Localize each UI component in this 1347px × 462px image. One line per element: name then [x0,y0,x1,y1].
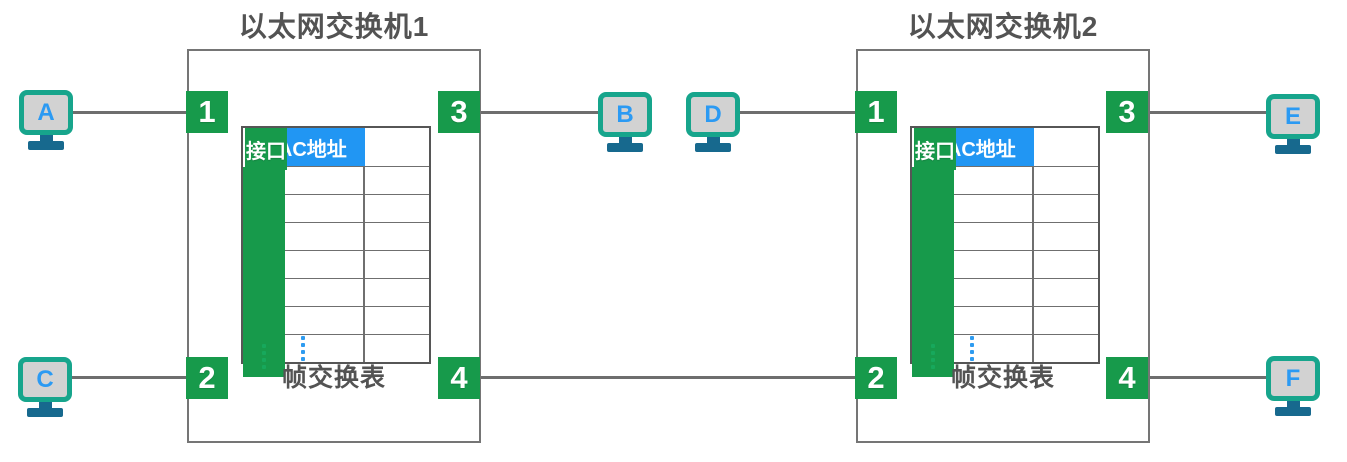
link-switch1-port3-hostB [478,111,600,114]
computer-monitor-icon: A [19,90,73,135]
host-label: B [616,100,634,128]
link-hostD-switch2-port1 [738,111,857,114]
table-row [912,306,1098,349]
table-row [912,194,1098,237]
host-label: E [1284,102,1301,130]
monitor-base [1275,145,1311,154]
computer-monitor-icon: F [1266,356,1320,401]
monitor-base [28,141,64,150]
computer-monitor-icon: D [686,92,740,137]
switch1-port-2: 2 [186,357,228,399]
column-header-interface: 接口 [243,128,287,170]
switch2-table-caption: 帧交换表 [950,364,1055,392]
table-row [243,306,429,349]
host-computer-E: E [1266,94,1320,154]
monitor-stand [1286,401,1300,407]
switch1-port-1: 1 [186,91,228,133]
monitor-base [1275,407,1311,416]
table-row [912,278,1098,321]
switch1-title: 以太网交换机1 [238,11,430,42]
table-row-ellipsis [912,334,1098,377]
computer-monitor-icon: C [18,357,72,402]
table-row [243,250,429,293]
table-row [912,222,1098,265]
switch1-mac-table: MAC地址 接口 [241,126,431,377]
host-label: F [1285,364,1301,392]
host-computer-C: C [18,357,72,417]
monitor-stand [38,402,52,408]
switch2-title: 以太网交换机2 [907,11,1099,42]
switch1-table-caption: 帧交换表 [281,364,386,392]
host-computer-F: F [1266,356,1320,416]
host-label: D [704,100,722,128]
link-switch2-port4-hostF [1147,376,1268,379]
host-label: C [36,365,54,393]
switch2-port-2: 2 [855,357,897,399]
switch2-port-3: 3 [1106,91,1148,133]
monitor-stand [39,135,53,141]
vertical-ellipsis-icon [243,335,363,362]
switch2-port-1: 1 [855,91,897,133]
column-header-interface: 接口 [912,128,956,170]
monitor-base [27,408,63,417]
table-row [912,166,1098,209]
monitor-base [695,143,731,152]
computer-monitor-icon: B [598,92,652,137]
table-header-row: MAC地址 接口 [243,128,429,170]
table-header-row: MAC地址 接口 [912,128,1098,170]
table-row [243,194,429,237]
monitor-stand [1286,139,1300,145]
switch2-mac-table: MAC地址 接口 [910,126,1100,377]
switch1-port-3: 3 [438,91,480,133]
monitor-stand [706,137,720,143]
host-computer-A: A [19,90,73,150]
vertical-ellipsis-icon [931,335,935,377]
computer-monitor-icon: E [1266,94,1320,139]
link-switch2-port3-hostE [1147,111,1268,114]
table-row [243,166,429,209]
host-computer-B: B [598,92,652,152]
table-row [912,250,1098,293]
monitor-base [607,143,643,152]
vertical-ellipsis-icon [912,335,1032,362]
table-row [243,278,429,321]
link-hostC-switch1-port2 [70,376,188,379]
switch2-port-4: 4 [1106,357,1148,399]
table-row [243,222,429,265]
table-row-ellipsis [243,334,429,377]
monitor-stand [618,137,632,143]
host-computer-D: D [686,92,740,152]
switch1-port-4: 4 [438,357,480,399]
link-hostA-switch1-port1 [70,111,188,114]
link-switch1-port4-switch2-port2 [479,376,857,379]
vertical-ellipsis-icon [262,335,266,377]
host-label: A [37,98,55,126]
